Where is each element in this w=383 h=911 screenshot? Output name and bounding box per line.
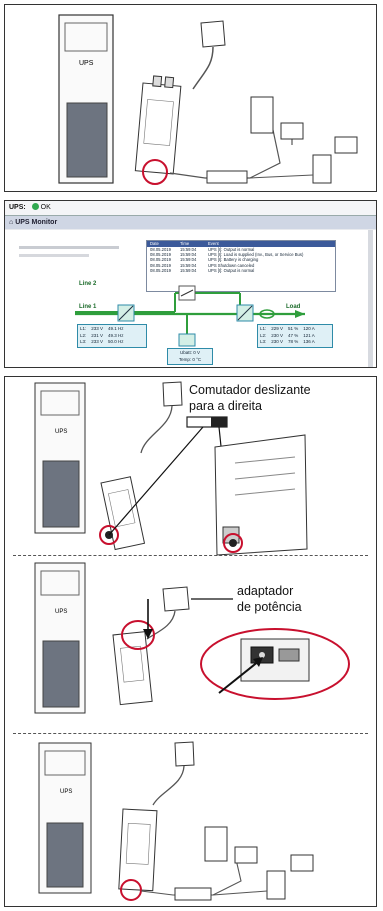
computer-tower-4 <box>266 870 286 900</box>
power-flow-diagram: Line 2 Line 1 Load <box>75 281 305 347</box>
adapter-label-line2: de potência <box>237 600 302 614</box>
ups-cabinet-label-2: UPS <box>55 609 67 615</box>
power-adapter <box>200 20 226 48</box>
home-icon[interactable]: ⌂ <box>9 219 14 226</box>
monitor-title-bar: ⌂ UPS Monitor <box>5 216 376 229</box>
network-card-module-3 <box>118 808 158 892</box>
setup-diagram-panel: UPS <box>4 4 377 192</box>
connector-highlight-circle <box>142 159 168 185</box>
ups-cabinet-label: UPS <box>79 60 94 67</box>
monitor <box>280 122 304 140</box>
computer-tower-3 <box>204 826 228 862</box>
battery-values-box: Ubatt: 0 V Temp: 0 °C <box>167 348 213 365</box>
switch-label-line1: Comutador deslizante <box>189 383 311 397</box>
step-divider <box>13 555 368 556</box>
event-header-event: Event <box>208 241 219 246</box>
plug-highlight-circle <box>121 620 155 650</box>
status-bar: UPS: OK <box>5 201 376 216</box>
power-adapter-2 <box>162 586 190 612</box>
monitor-3 <box>234 846 258 864</box>
load-label: Load <box>286 304 301 310</box>
setup-diagram-illustration: UPS <box>58 14 358 185</box>
blurred-text-2 <box>19 254 89 257</box>
adapter-label-line1: adaptador <box>237 584 294 598</box>
power-adapter <box>162 381 183 407</box>
blurred-text <box>19 246 119 249</box>
down-arrow-icon <box>143 629 153 639</box>
ups-rear-view <box>214 434 308 556</box>
computer-tower <box>250 96 274 134</box>
ups-vent-grille <box>66 102 108 178</box>
monitor-4 <box>290 854 314 872</box>
status-text: OK <box>40 204 51 211</box>
event-header-time: Time <box>180 241 190 246</box>
network-card-module-2 <box>112 631 153 706</box>
diagonal-arrow-icon <box>253 657 263 667</box>
monitor-title: UPS Monitor <box>15 219 58 226</box>
scrollbar[interactable] <box>368 230 373 367</box>
event-header-date: Date <box>150 241 159 246</box>
battery-box <box>178 333 196 347</box>
monitor-2 <box>334 136 358 154</box>
line1-label: Line 1 <box>79 304 97 310</box>
switch-highlight-circle <box>99 525 119 545</box>
network-card-module <box>134 75 182 175</box>
computer-tower-2 <box>312 154 332 184</box>
network-port-highlight <box>120 879 142 901</box>
installation-steps-illustration: UPS UPS <box>34 381 350 901</box>
ups-cabinet-label-3: UPS <box>60 789 72 795</box>
step-divider-2 <box>13 733 368 734</box>
ups-monitor-screenshot: UPS: OK ⌂ UPS Monitor Date Time Event 08… <box>4 200 377 368</box>
status-ok-indicator <box>31 203 39 210</box>
slot-highlight-circle <box>223 533 243 553</box>
installation-steps-panel: Comutador deslizante para a direita adap… <box>4 376 377 907</box>
switch-label-line2: para a direita <box>189 399 262 413</box>
network-switch-3 <box>174 887 212 901</box>
port-highlight-ellipse <box>200 628 350 700</box>
network-switch <box>206 170 248 184</box>
power-adapter-3 <box>174 741 195 767</box>
ups-cabinet-label: UPS <box>55 429 67 435</box>
line2-label: Line 2 <box>79 281 97 287</box>
status-label: UPS: <box>9 204 26 211</box>
